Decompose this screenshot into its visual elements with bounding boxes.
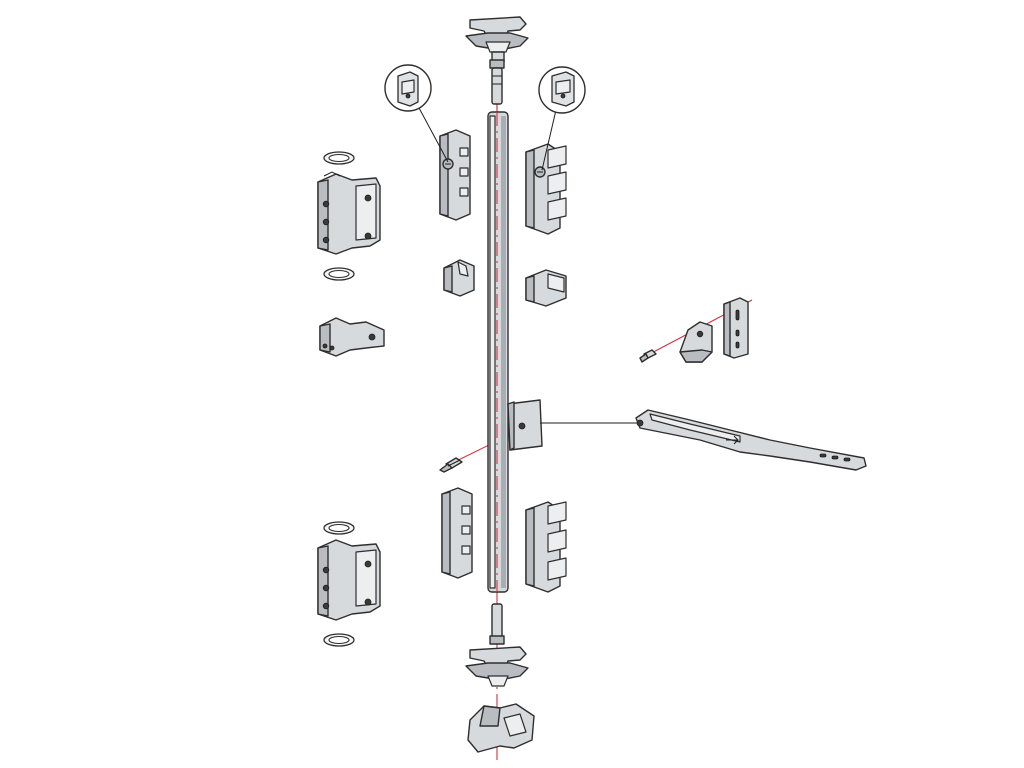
upper-hinge-bracket [317,171,381,255]
lower-hinge-bracket [317,539,381,621]
bottom-rod-end [489,603,505,645]
hinge-washer [323,521,355,535]
hinge-washer [323,267,355,281]
operating-handle [635,409,867,471]
callout-right [538,66,586,171]
top-rod-end [489,59,505,105]
vertical-rod [487,111,509,593]
top-cam-keeper [465,16,529,63]
stay-bracket [679,321,713,363]
hinge-washer [323,633,355,647]
gearbox-bracket [507,399,543,451]
fixing-screw [439,457,463,473]
callout-right-leader [541,109,557,171]
small-right-clip [525,269,567,307]
stay-bracket-assembly [639,297,749,363]
stay-plate [723,297,749,359]
bottom-keeper-block [467,703,535,753]
gearbox-hole [518,422,526,430]
stay-screw [639,349,657,363]
callout-left [384,64,449,163]
upper-left-rod-guide [439,129,471,221]
upper-hinge-group [317,151,385,357]
hinge-clip [319,317,385,357]
small-left-clip [443,259,475,297]
lower-left-rod-guide [441,487,473,579]
lower-right-rod-guide [525,501,567,593]
lower-hinge-group [317,521,381,647]
bottom-cam-keeper [465,646,529,687]
upper-right-rod-guide [525,143,567,235]
hinge-washer [323,151,355,165]
handle-pivot-hole [636,419,644,427]
callout-left-leader [417,105,449,163]
